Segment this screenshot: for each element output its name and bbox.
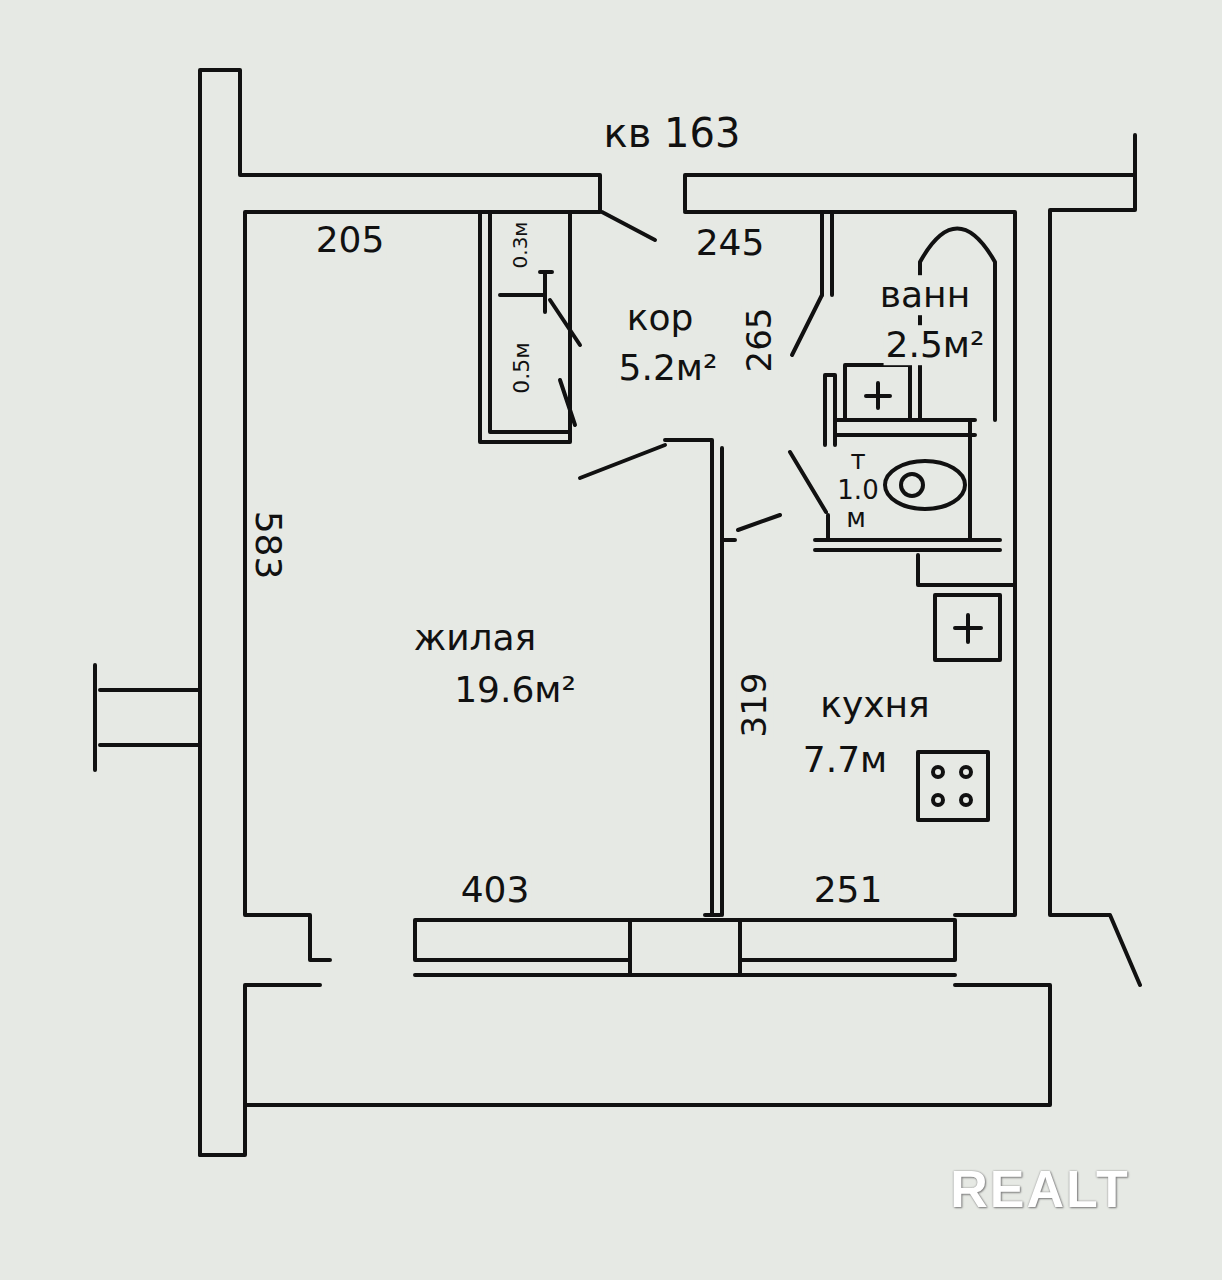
room-area-value: 7.7м: [801, 740, 889, 780]
room-area-value: м: [844, 504, 868, 533]
dimension: 403: [459, 870, 532, 910]
counter: [918, 555, 1015, 585]
dimension: 251: [812, 870, 885, 910]
dimension: 0.3м: [509, 220, 531, 271]
shelf: [500, 272, 552, 312]
room-area-value: 19.6м²: [452, 670, 578, 710]
balcony: [245, 985, 1050, 1105]
door-swing: [602, 212, 655, 240]
door-swing: [722, 515, 780, 540]
room-area-value: 1.0: [835, 476, 880, 505]
sink-mark: [955, 615, 981, 642]
wall-stub: [95, 665, 200, 770]
kitchen-sink: [935, 595, 1000, 660]
partition: [665, 440, 722, 915]
toilet-seat: [901, 474, 923, 496]
toilet: [885, 461, 965, 509]
inner-wall: [685, 212, 1015, 915]
dimension: 205: [314, 220, 387, 260]
window: [740, 920, 955, 960]
dimension: 319: [736, 671, 773, 740]
window: [630, 920, 740, 975]
door-swing: [790, 452, 826, 512]
room-name: ванн: [878, 275, 972, 315]
room-area: т1.0м: [838, 442, 888, 537]
partition: [825, 375, 975, 445]
door-swing: [550, 300, 580, 425]
burner: [933, 795, 943, 805]
dimension: 0.5м: [510, 340, 534, 396]
room-name: т: [848, 446, 867, 475]
room-area-value: 5.2м²: [617, 348, 720, 388]
apartment-number: кв 163: [602, 111, 743, 155]
partition: [822, 212, 832, 295]
outer-wall: [685, 175, 1135, 210]
washbasin: [845, 365, 910, 420]
room-name: кухня: [818, 685, 932, 725]
room-name: кор: [625, 298, 696, 338]
window: [415, 920, 630, 960]
outer-wall: [200, 70, 600, 1155]
balcony: [200, 985, 320, 1155]
washbasin-mark: [866, 383, 890, 408]
burner: [933, 767, 943, 777]
outer-wall: [1050, 135, 1140, 985]
window-sill: [415, 973, 955, 977]
burner: [961, 795, 971, 805]
room-name: жилая: [412, 618, 539, 658]
room-area: жилая 19.6м²: [260, 580, 700, 760]
room-area: кухня 7.7м: [760, 675, 990, 795]
inner-wall: [245, 212, 600, 960]
door-swing: [792, 295, 822, 355]
closet-inner: [490, 212, 570, 432]
partition: [815, 515, 1000, 550]
closet: [480, 212, 570, 442]
room-area: ванн 2.5м²: [842, 262, 1010, 369]
dimension: 583: [248, 509, 288, 582]
dimension: 245: [694, 223, 767, 263]
partition: [968, 420, 972, 540]
room-area-value: 2.5м²: [884, 325, 987, 365]
dimension: 265: [741, 306, 778, 375]
stove: [918, 752, 988, 820]
burner: [961, 767, 971, 777]
door-swing: [580, 445, 665, 478]
watermark: REALT: [948, 1161, 1131, 1218]
